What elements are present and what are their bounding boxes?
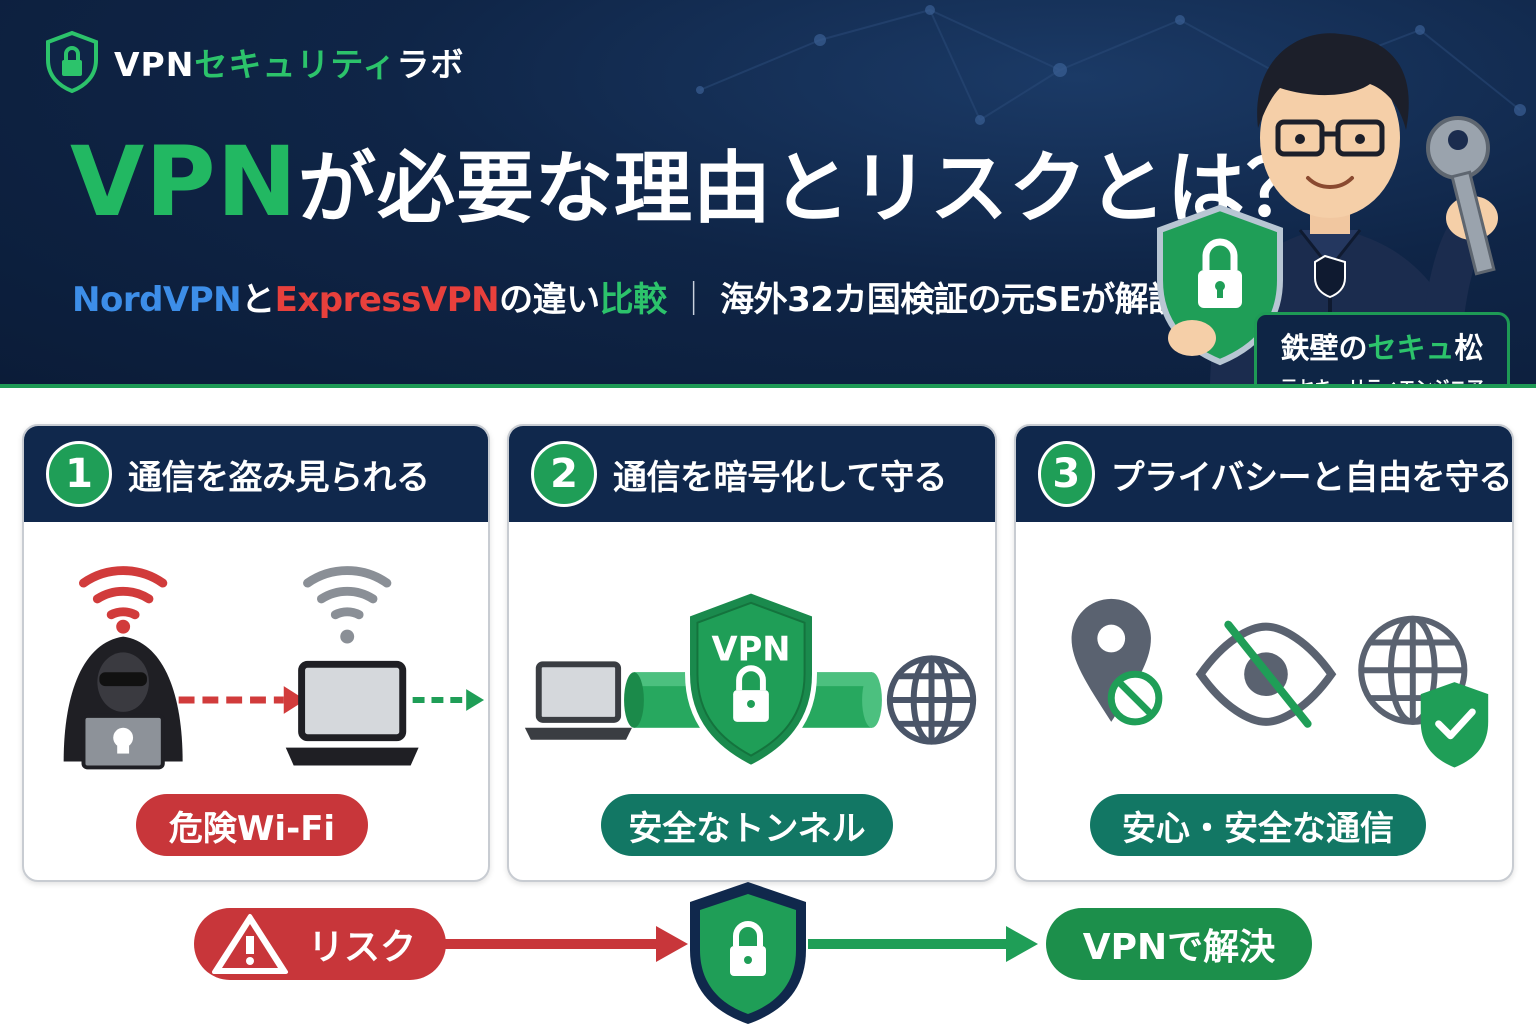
- privacy-illustration: [1071, 598, 1489, 768]
- hero-divider: [0, 384, 1536, 388]
- panel-title: 通信を暗号化して守る: [613, 457, 947, 498]
- page-subtitle: NordVPNとExpressVPNの違い比較｜海外32カ国検証の元SEが解説: [72, 280, 1182, 320]
- laptop-icon: [524, 661, 632, 740]
- hacker-icon: [63, 636, 183, 770]
- shield-vpn-label: VPN: [711, 629, 790, 668]
- globe-icon: [886, 655, 977, 745]
- page-title: VPNが必要な理由とリスクとは？: [70, 126, 1326, 238]
- panel-header: 3 プライバシーと自由を守る: [1016, 426, 1512, 522]
- hero-banner: VPNセキュリティラボ VPNが必要な理由とリスクとは？ NordVPNとExp…: [0, 0, 1536, 388]
- danger-wifi-badge: 危険Wi-Fi: [136, 794, 368, 856]
- panel-risk: 1 通信を盗み見られる: [22, 424, 490, 882]
- panel-encryption: 2 通信を暗号化して守る VPN: [507, 424, 997, 882]
- panel-header: 1 通信を盗み見られる: [24, 426, 488, 522]
- risk-to-solution-flow: リスク VPNで解決: [0, 880, 1536, 1024]
- panel-title: 通信を盗み見られる: [128, 457, 430, 498]
- panel-privacy: 3 プライバシーと自由を守る 安心・安全な通信: [1014, 424, 1514, 882]
- mascot-name-badge: 鉄壁のセキュ松 元セキュリティエンジニア: [1254, 312, 1510, 388]
- location-blocked-icon: [1071, 598, 1163, 726]
- risk-illustration: [63, 566, 485, 770]
- shield-lock-icon: [46, 30, 98, 94]
- risk-badge: リスク: [194, 908, 446, 980]
- center-shield-lock-icon: [690, 882, 806, 1024]
- wifi-icon: [303, 566, 392, 620]
- brand-logo[interactable]: VPNセキュリティラボ: [44, 30, 464, 94]
- step-number: 3: [1038, 441, 1095, 507]
- step-number: 1: [46, 441, 112, 507]
- shield-check-icon: [1420, 682, 1489, 768]
- tunnel-illustration: VPN: [524, 588, 977, 771]
- step-number: 2: [531, 441, 597, 507]
- laptop-icon: [285, 660, 419, 766]
- eye-blocked-icon: [1195, 620, 1337, 728]
- vpn-solution-badge: VPNで解決: [1046, 908, 1312, 980]
- globe-icon: [1358, 615, 1468, 725]
- wifi-danger-icon: [79, 566, 168, 620]
- secure-communication-badge: 安心・安全な通信: [1090, 794, 1426, 856]
- safe-tunnel-badge: 安全なトンネル: [601, 794, 893, 856]
- key-icon: [1426, 116, 1496, 276]
- risk-label: リスク: [308, 927, 417, 968]
- panel-title: プライバシーと自由を守る: [1110, 457, 1512, 498]
- flow-arrows: [440, 882, 1038, 1024]
- panel-header: 2 通信を暗号化して守る: [509, 426, 995, 522]
- brand-name: VPNセキュリティラボ: [114, 45, 465, 84]
- vpn-shield-icon: VPN: [685, 588, 817, 771]
- warning-icon: [212, 914, 288, 974]
